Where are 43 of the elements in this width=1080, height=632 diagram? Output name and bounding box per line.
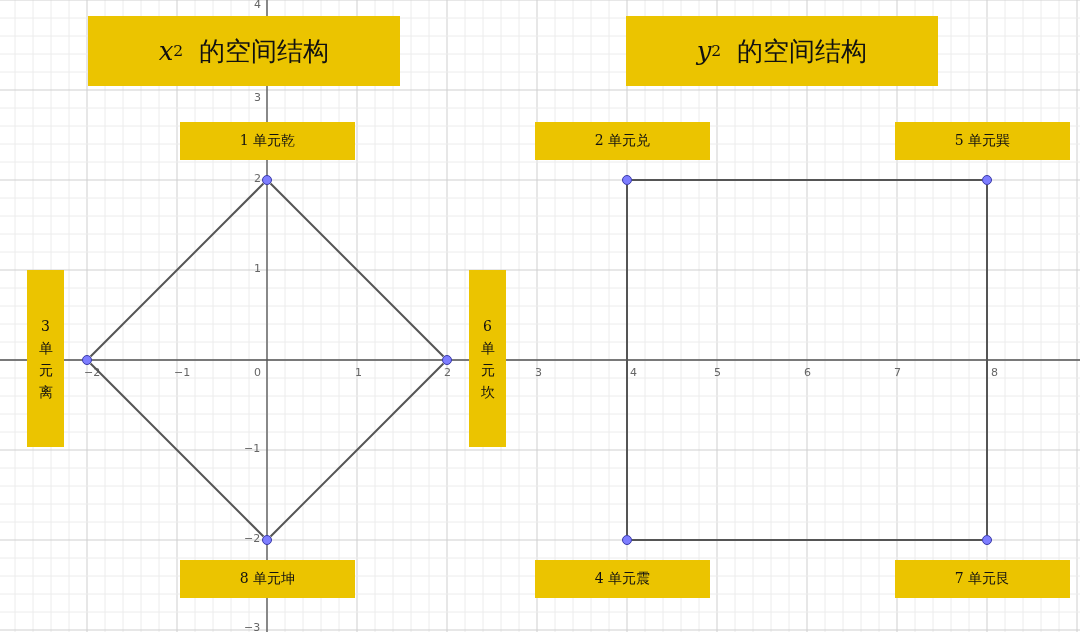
- tick-label: −1: [174, 366, 191, 379]
- label-banner: 7 单元艮: [895, 560, 1070, 598]
- polygon-side: [269, 362, 445, 538]
- title-banner: y$^{2}$ 的空间结构: [626, 16, 938, 86]
- point-marker: [622, 535, 632, 545]
- tick-label: 1: [254, 262, 261, 275]
- polygon-side: [89, 362, 265, 538]
- label-banner: 2 单元兑: [535, 122, 710, 160]
- tick-label: 3: [535, 366, 542, 379]
- tick-label: 4: [630, 366, 637, 379]
- tick-label: 6: [804, 366, 811, 379]
- label-banner: 5 单元巽: [895, 122, 1070, 160]
- point-marker: [262, 535, 272, 545]
- label-banner: 4 单元震: [535, 560, 710, 598]
- tick-label: 0: [254, 366, 261, 379]
- point-marker: [982, 535, 992, 545]
- polygon-side: [631, 179, 983, 181]
- tick-label: 7: [894, 366, 901, 379]
- point-marker: [982, 175, 992, 185]
- polygon-side: [631, 539, 983, 541]
- tick-label: 1: [355, 366, 362, 379]
- label-banner: 3 单元离: [27, 270, 64, 447]
- tick-label: 8: [991, 366, 998, 379]
- polygon-side: [89, 182, 265, 358]
- label-banner: 8 单元坤: [180, 560, 355, 598]
- point-marker: [262, 175, 272, 185]
- tick-label: −3: [244, 621, 261, 632]
- tick-label: 5: [714, 366, 721, 379]
- tick-label: 4: [254, 0, 261, 11]
- polygon-side: [269, 182, 445, 358]
- tick-label: 3: [254, 91, 261, 104]
- polygon-side: [626, 184, 628, 536]
- polygon-side: [986, 184, 988, 536]
- tick-label: 2: [254, 172, 261, 185]
- label-banner: 1 单元乾: [180, 122, 355, 160]
- tick-label: 2: [444, 366, 451, 379]
- label-banner: 6 单元坎: [469, 270, 506, 447]
- point-marker: [622, 175, 632, 185]
- tick-label: −2: [244, 532, 261, 545]
- title-banner: x$^{2}$ 的空间结构: [88, 16, 400, 86]
- tick-label: −1: [244, 442, 261, 455]
- point-marker: [442, 355, 452, 365]
- point-marker: [82, 355, 92, 365]
